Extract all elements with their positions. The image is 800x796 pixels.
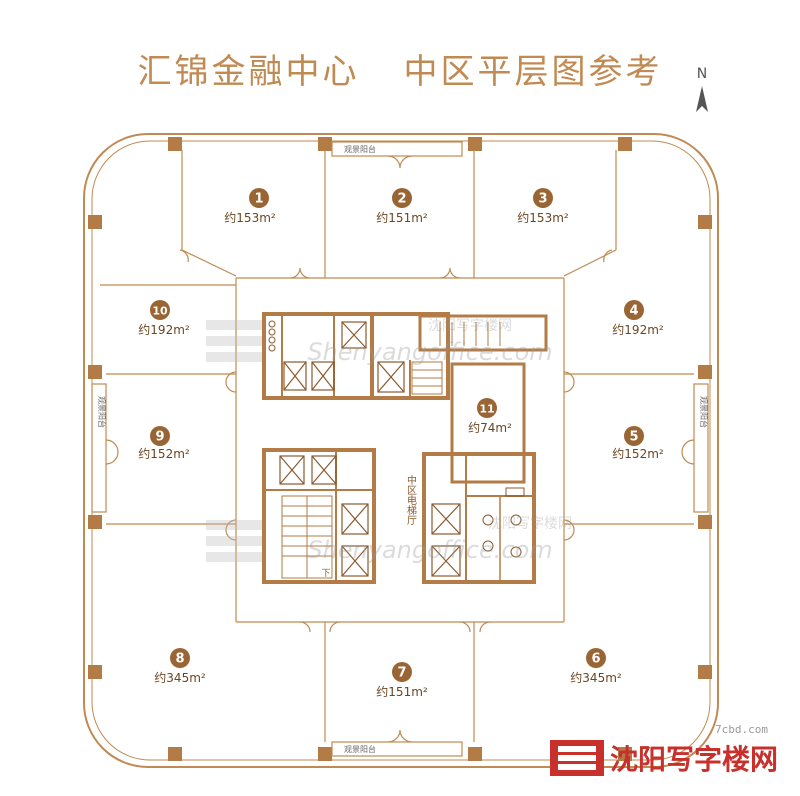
watermark-en: Shenyangoffice.com	[307, 338, 552, 366]
unit-badge	[150, 300, 170, 320]
balcony-label-top: 观景阳台	[344, 144, 376, 154]
unit-area: 约192m²	[612, 322, 664, 337]
unit-badge	[533, 188, 553, 208]
plan-subtitle: 中区平层图参考	[403, 52, 663, 92]
elevator-car	[377, 361, 405, 393]
unit-number: 5	[629, 430, 638, 445]
brand-logo-icon	[549, 740, 604, 776]
unit-1: 1 约153m²	[224, 188, 276, 225]
elevators	[279, 321, 461, 577]
unit-area: 约152m²	[138, 446, 190, 461]
watermark-cn: 沈阳写字楼网	[428, 318, 512, 334]
unit-area: 约74m²	[468, 420, 512, 435]
elevator-car	[341, 503, 369, 535]
north-arrow-icon	[696, 86, 708, 112]
unit-8: 8 约345m²	[154, 648, 206, 685]
compass: N	[696, 66, 708, 112]
unit-partitions	[91, 141, 709, 757]
unit-number: 8	[175, 652, 184, 667]
structural-columns	[88, 137, 712, 761]
unit-number: 2	[397, 192, 406, 207]
unit-6: 6 约345m²	[570, 648, 622, 685]
unit-badge	[624, 426, 644, 446]
unit-10: 10 约192m²	[138, 300, 190, 337]
core-walls	[262, 312, 548, 584]
stair-down-label: 下	[321, 569, 330, 579]
unit-area: 约345m²	[154, 670, 206, 685]
elevator-hall-label: 中区电梯厅	[405, 474, 417, 525]
unit-number: 6	[591, 652, 600, 667]
unit-badge	[586, 648, 606, 668]
elevator-car	[311, 361, 335, 391]
unit-badge	[170, 648, 190, 668]
unit-3: 3 约153m²	[517, 188, 569, 225]
watermark-cn-2: 沈阳写字楼网	[488, 516, 572, 532]
elevator-car	[341, 321, 367, 349]
unit-labels: 1约153m²2约151m²3约153m²4约192m²5约152m²6约345…	[138, 188, 664, 699]
unit-area: 约152m²	[612, 446, 664, 461]
unit-number: 1	[254, 192, 263, 207]
unit-number: 3	[538, 192, 547, 207]
unit-badge	[477, 398, 497, 418]
unit-7: 7 约151m²	[376, 662, 428, 699]
watermark: 沈阳写字楼网 Shenyangoffice.com 沈阳写字楼网 Shenyan…	[206, 318, 572, 564]
unit-number: 9	[155, 430, 164, 445]
page-title: 汇锦金融中心 中区平层图参考	[0, 44, 800, 93]
unit-number: 11	[479, 403, 494, 416]
unit-badge	[249, 188, 269, 208]
elevator-car	[431, 545, 461, 577]
unit-badge	[392, 188, 412, 208]
unit-number: 10	[152, 305, 168, 318]
balcony-label-bottom: 观景阳台	[344, 744, 376, 754]
elevator-car	[279, 455, 305, 485]
balcony-label-left: 观景阳台	[97, 396, 107, 428]
restroom-fixtures	[268, 320, 525, 558]
brand-logo: 沈阳写字楼网	[549, 740, 778, 776]
elevator-car	[311, 455, 337, 485]
unit-badge	[150, 426, 170, 446]
unit-number: 7	[397, 666, 406, 681]
project-name: 汇锦金融中心	[137, 52, 360, 92]
unit-area: 约192m²	[138, 322, 190, 337]
unit-area: 约153m²	[224, 210, 276, 225]
unit-11: 11 约74m²	[468, 398, 512, 435]
unit-area: 约151m²	[376, 684, 428, 699]
unit-badge	[624, 300, 644, 320]
stairs	[281, 322, 501, 579]
unit-4: 4 约192m²	[612, 300, 664, 337]
elevator-car	[431, 503, 461, 535]
unit-area: 约151m²	[376, 210, 428, 225]
balcony-label-right: 观景阳台	[699, 396, 709, 428]
compass-label: N	[697, 66, 707, 82]
unit-number: 4	[629, 304, 638, 319]
unit-area: 约345m²	[570, 670, 622, 685]
unit-area: 约153m²	[517, 210, 569, 225]
watermark-en-2: Shenyangoffice.com	[307, 536, 552, 564]
elevator-car	[341, 545, 369, 577]
elevator-car	[283, 361, 307, 391]
small-site-mark: 7cbd.com	[715, 723, 768, 736]
unit-2: 2 约151m²	[376, 188, 428, 225]
brand-name: 沈阳写字楼网	[609, 743, 778, 776]
unit-badge	[392, 662, 412, 682]
